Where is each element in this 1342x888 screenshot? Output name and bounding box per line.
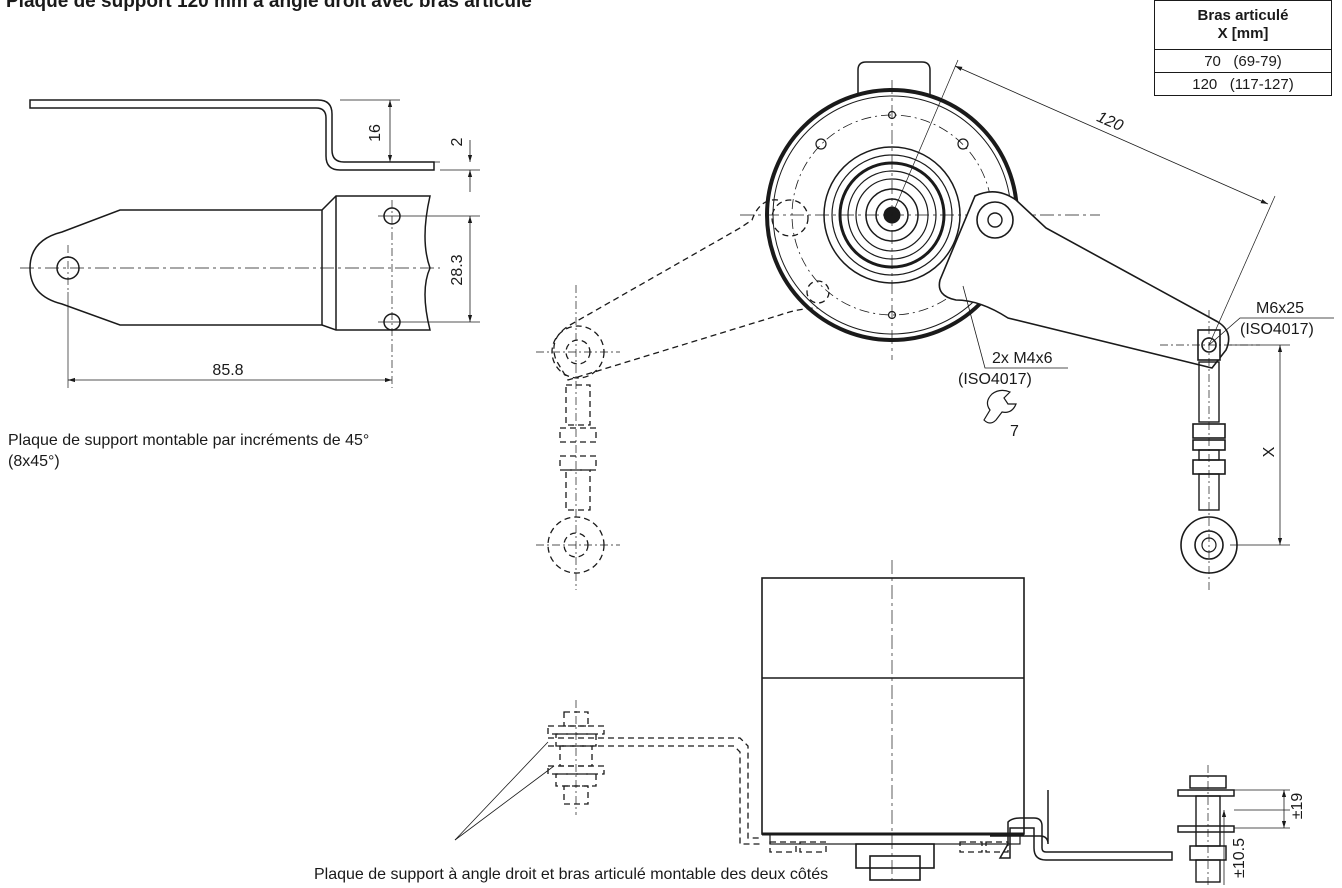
dim-offset-10-5: ±10.5 (1231, 838, 1248, 878)
table-row: 70 (69-79) (1154, 49, 1332, 73)
spec-row-value: 70 (1204, 52, 1221, 70)
dim-offset-19: ±19 (1289, 793, 1306, 820)
spec-header-line2: X [mm] (1217, 25, 1269, 42)
callout-bolt-line1: M6x25 (1256, 300, 1304, 317)
dim-x: X (1261, 446, 1278, 457)
encoder-side-view (454, 560, 1290, 885)
callout-wrench-size: 7 (1010, 423, 1019, 440)
callout-bolt-line2: (ISO4017) (1240, 321, 1314, 338)
plate-mounting-line2: (8x45°) (8, 453, 60, 470)
callout-screws-line1: 2x M4x6 (992, 350, 1053, 367)
spec-header-line1: Bras articulé (1197, 7, 1289, 24)
callout-screws-line2: (ISO4017) (958, 371, 1032, 388)
dim-thickness-2: 2 (449, 137, 466, 146)
dim-height-16: 16 (367, 124, 384, 142)
dim-arm-length: 120 (1094, 109, 1125, 135)
dim-length: 85.8 (212, 362, 243, 379)
spec-header-cell: Bras articulé X [mm] (1154, 0, 1332, 50)
page-title: Plaque de support 120 mm à angle droit a… (6, 0, 532, 12)
bracket-side-view (29, 99, 480, 192)
table-row: 120 (117-127) (1154, 72, 1332, 96)
encoder-front-view (536, 59, 1334, 590)
spec-row-range: (117-127) (1229, 75, 1294, 93)
dim-hole-spacing: 28.3 (449, 254, 466, 285)
plate-mounting-line1: Plaque de support montable par incrément… (8, 432, 370, 449)
spec-row-value: 120 (1192, 75, 1218, 93)
arm-spec-table: Bras articulé X [mm] 70 (69-79) 120 (117… (1154, 0, 1332, 96)
spec-row-range: (69-79) (1233, 52, 1282, 70)
spec-row-cell: 70 (69-79) (1154, 49, 1332, 73)
plate-mounting-note: Plaque de support montable par incrément… (8, 430, 369, 472)
bottom-mounting-note: Plaque de support à angle droit et bras … (314, 866, 829, 883)
spec-table-header: Bras articulé X [mm] (1154, 0, 1332, 50)
bracket-top-view (20, 195, 480, 388)
spec-row-cell: 120 (117-127) (1154, 72, 1332, 96)
